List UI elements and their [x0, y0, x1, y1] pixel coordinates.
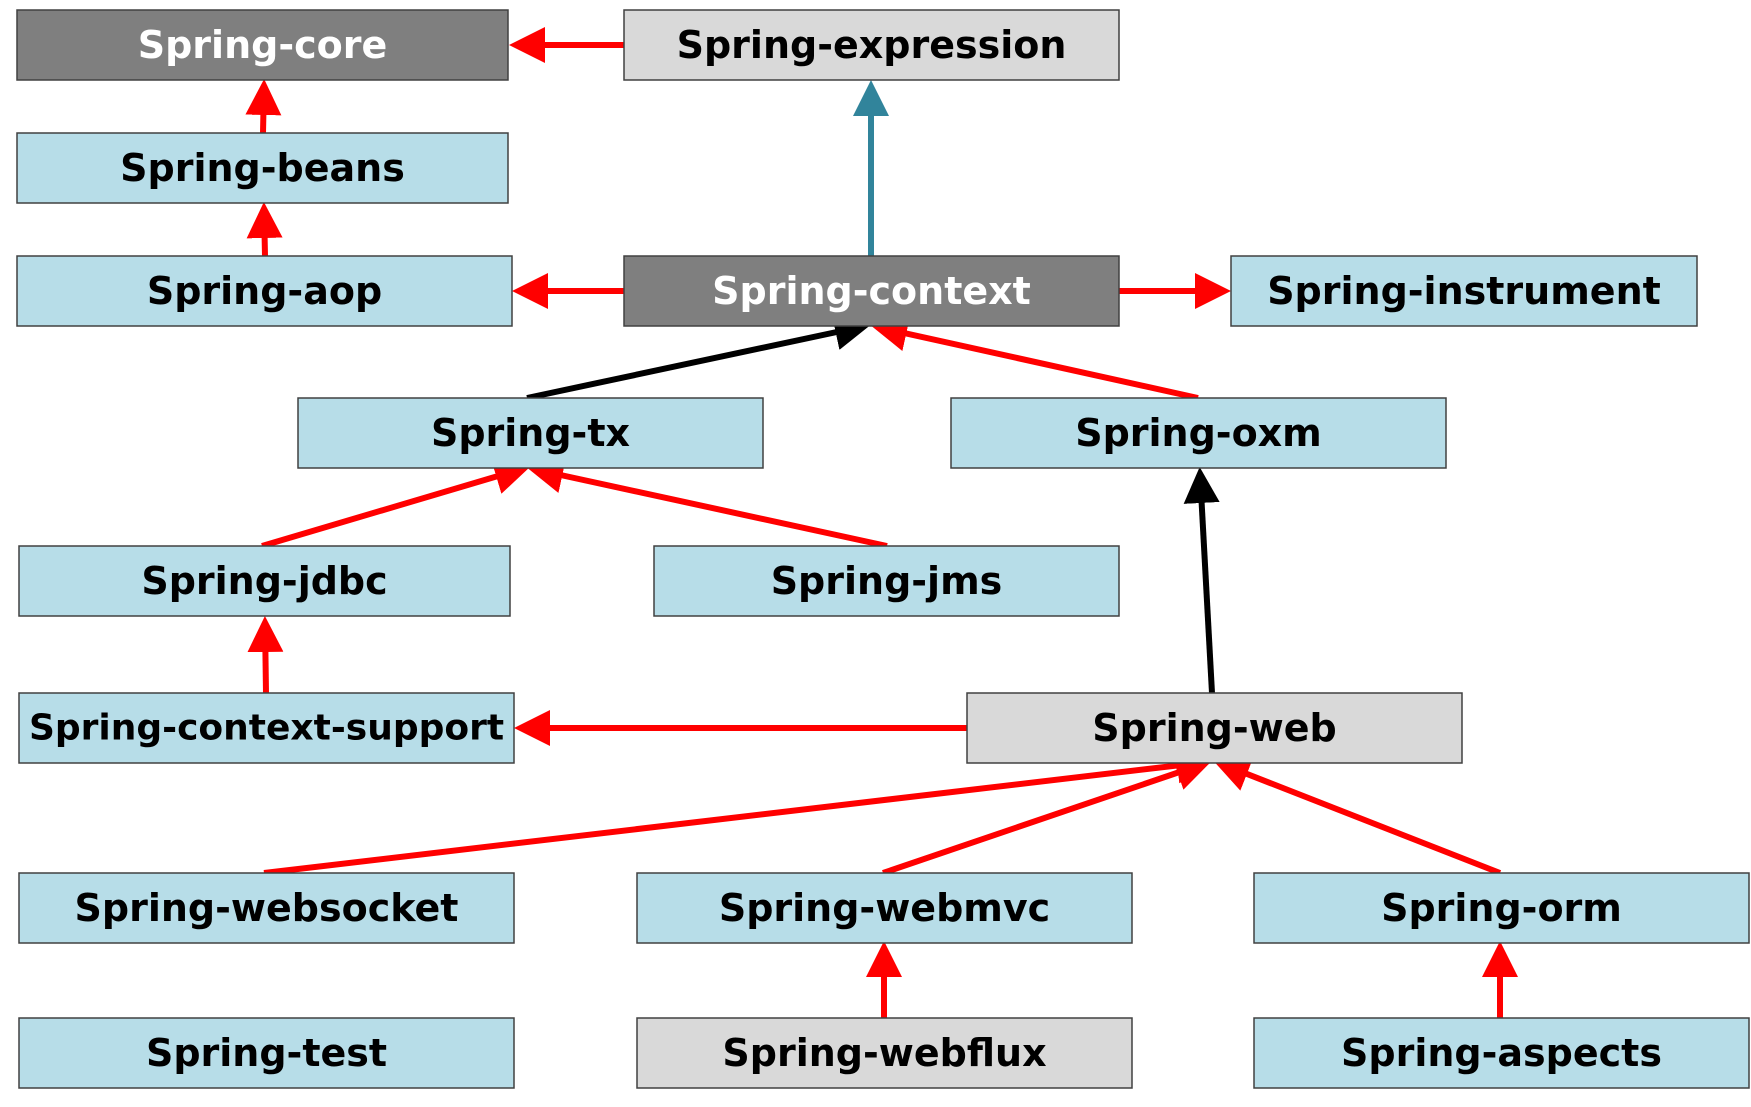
- module-label: Spring-tx: [431, 411, 630, 455]
- module-box-aspects: Spring-aspects: [1253, 1017, 1750, 1089]
- nodes-layer: Spring-core Spring-expressionSpring-beans…: [16, 9, 1750, 1089]
- module-label: Spring-beans: [120, 146, 405, 190]
- module-label: Spring-aop: [147, 269, 382, 313]
- arrow-jms-to-tx: [527, 457, 888, 549]
- arrow-oxm-to-context: [871, 315, 1199, 401]
- module-rect: [623, 9, 1120, 81]
- module-rect: [623, 255, 1120, 327]
- module-label: Spring-instrument: [1267, 269, 1661, 313]
- arrow-webmvc-to-web: [882, 755, 1212, 876]
- module-label: Spring-jdbc: [141, 559, 387, 603]
- module-rect: [636, 872, 1133, 944]
- edges-layer: [245, 27, 1518, 1018]
- arrow-context-support-to-jdbc: [247, 616, 284, 694]
- module-label: Spring-jms: [771, 559, 1003, 603]
- module-rect: [297, 397, 764, 469]
- module-box-websocket: Spring-websocket: [18, 872, 515, 944]
- module-box-jdbc: Spring-jdbc: [18, 545, 511, 617]
- module-box-webflux: Spring-webflux: [636, 1017, 1133, 1089]
- module-label: Spring-oxm: [1075, 411, 1322, 455]
- module-box-webmvc: Spring-webmvc: [636, 872, 1133, 944]
- module-rect: [16, 9, 509, 81]
- module-box-expression: Spring-expression: [623, 9, 1120, 81]
- module-rect: [18, 872, 515, 944]
- module-box-tx: Spring-tx: [297, 397, 764, 469]
- module-box-context: Spring-context: [623, 255, 1120, 327]
- module-box-aop: Spring-aop: [16, 255, 513, 327]
- module-label: Spring-websocket: [75, 886, 459, 930]
- module-box-jms: Spring-jms: [653, 545, 1120, 617]
- module-label: Spring-web: [1092, 706, 1336, 750]
- module-label: Spring-webmvc: [719, 886, 1050, 930]
- arrow-jdbc-to-tx: [261, 459, 531, 549]
- module-rect: [653, 545, 1120, 617]
- arrow-web-to-oxm: [1183, 467, 1220, 694]
- arrow-orm-to-web: [1213, 757, 1502, 876]
- module-label: Spring-core: [138, 23, 388, 67]
- module-box-instrument: Spring-instrument: [1230, 255, 1698, 327]
- module-rect: [1230, 255, 1698, 327]
- module-box-beans: Spring-beans: [16, 132, 509, 204]
- arrow-websocket-to-web: [263, 747, 1213, 876]
- arrow-aop-to-beans: [246, 202, 283, 257]
- module-label: Spring-test: [146, 1031, 387, 1075]
- arrow-beans-to-core: [245, 79, 282, 134]
- module-box-orm: Spring-orm: [1253, 872, 1750, 944]
- module-box-test: Spring-test: [18, 1017, 515, 1089]
- module-box-oxm: Spring-oxm: [950, 397, 1447, 469]
- module-box-core: Spring-core: [16, 9, 509, 81]
- arrow-tx-to-context: [526, 314, 871, 401]
- module-rect: [966, 692, 1463, 764]
- module-label: Spring-context-support: [29, 708, 504, 749]
- module-rect: [636, 1017, 1133, 1089]
- module-label: Spring-orm: [1381, 886, 1622, 930]
- module-label: Spring-context: [712, 269, 1031, 313]
- module-rect: [1253, 1017, 1750, 1089]
- module-rect: [18, 1017, 515, 1089]
- module-rect: [16, 132, 509, 204]
- module-rect: [1253, 872, 1750, 944]
- module-label: Spring-expression: [677, 23, 1067, 67]
- module-rect: [18, 545, 511, 617]
- module-label: Spring-webflux: [722, 1031, 1046, 1075]
- module-box-context-support: Spring-context-support: [18, 692, 515, 764]
- module-rect: [18, 692, 515, 764]
- module-rect: [950, 397, 1447, 469]
- module-rect: [16, 255, 513, 327]
- module-box-web: Spring-web: [966, 692, 1463, 764]
- module-label: Spring-aspects: [1341, 1031, 1662, 1075]
